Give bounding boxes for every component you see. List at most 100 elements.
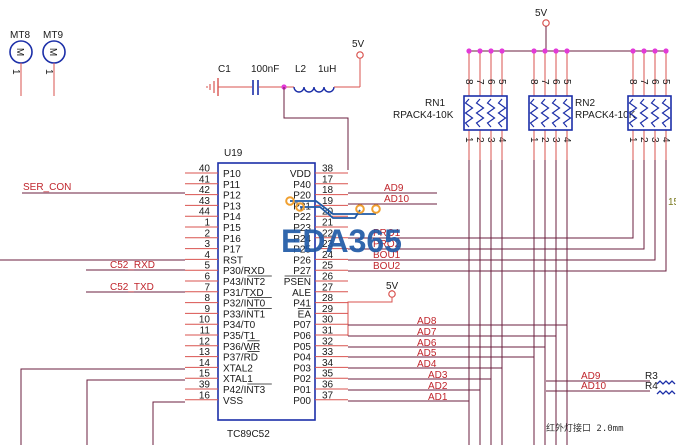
pin-number: 39 xyxy=(199,380,211,391)
pin-number: 26 xyxy=(322,272,334,283)
pin-number: 27 xyxy=(322,282,334,293)
pin-number: 29 xyxy=(322,304,334,315)
pin-name: VDD xyxy=(290,169,311,180)
pin-number: 15 xyxy=(199,369,211,380)
ea-wire xyxy=(347,290,393,336)
l2-ref: L2 xyxy=(295,64,307,75)
junction-dot xyxy=(553,48,559,54)
rpack-pin-num: 5 xyxy=(561,79,572,85)
right-nets: AD9 AD10 PRO1 PRO2 BOU1 BOU2 5V AD8 AD7 … xyxy=(347,160,667,445)
junction-dot xyxy=(488,48,494,54)
left-nets: SER_CON C52_RXD C52_TXD xyxy=(0,182,185,445)
resistor-icon xyxy=(529,98,539,128)
junction-dot xyxy=(630,48,636,54)
vss-wire xyxy=(152,401,185,445)
pin-name: P15 xyxy=(223,223,241,234)
pin-name: P30/RXD xyxy=(223,266,265,277)
via-icon xyxy=(285,196,295,206)
pin-number: 18 xyxy=(322,185,334,196)
pin-name: P01 xyxy=(293,385,311,396)
mount-glyph-icon: M xyxy=(14,48,25,56)
pin-name: P36/WR xyxy=(223,342,260,353)
ad7-label: AD7 xyxy=(417,327,437,338)
ad-bus-wire xyxy=(348,160,503,369)
pin-name: P05 xyxy=(293,342,311,353)
junction-dot xyxy=(641,48,647,54)
rpack-pin-num: 6 xyxy=(485,79,496,85)
pin-name: P03 xyxy=(293,363,311,374)
pin-name: P34/T0 xyxy=(223,320,256,331)
rpack-pin-num: 7 xyxy=(638,79,649,85)
power-port-icon xyxy=(542,19,550,27)
rn2-ref: RN2 xyxy=(575,98,595,109)
ad3-label: AD3 xyxy=(428,370,448,381)
resistor-icon xyxy=(475,98,485,128)
via-icon xyxy=(355,204,365,214)
pin-number: 22 xyxy=(322,228,334,239)
mount-hole-mt9: MT9 M 1 xyxy=(42,30,66,96)
mount-pin-num: 1 xyxy=(10,69,21,75)
junction-dot xyxy=(652,48,658,54)
rpack-3: 81726354 xyxy=(627,48,672,160)
pin-number: 4 xyxy=(204,250,210,261)
pro2-label: PRO2 xyxy=(373,239,401,250)
pin-name: P06 xyxy=(293,331,311,342)
capacitor-icon xyxy=(252,80,259,95)
resistor-icon xyxy=(661,98,671,128)
pin-name: P43/INT2 xyxy=(223,277,266,288)
ad4-label: AD4 xyxy=(417,359,437,370)
ad-bus-wire xyxy=(348,160,470,402)
junction-dot xyxy=(466,48,472,54)
junction-dot xyxy=(663,48,669,54)
pin-number: 44 xyxy=(199,207,211,218)
bou1-label: BOU1 xyxy=(373,250,401,261)
pin-number: 10 xyxy=(199,315,211,326)
pin-name: PSEN xyxy=(284,277,311,288)
pin-number: 8 xyxy=(204,293,210,304)
pin-name: P33/INT1 xyxy=(223,309,266,320)
pin-number: 32 xyxy=(322,336,334,347)
power-port-icon xyxy=(356,51,364,59)
rpack-pin-num: 8 xyxy=(463,79,474,85)
ad8-label: AD8 xyxy=(417,316,437,327)
rn1-value: RPACK4-10K xyxy=(393,110,454,121)
rn2-value: RPACK4-10K xyxy=(575,110,636,121)
power-port-icon xyxy=(388,290,396,298)
resistor-packs: 5V RN1 RPACK4-10K RN2 RPACK4-10K 8172635… xyxy=(393,8,672,160)
pin-name: XTAL1 xyxy=(223,374,253,385)
pcb-trace-overlay xyxy=(285,196,381,219)
resistor-icon xyxy=(464,98,474,128)
r4-ref: R4 xyxy=(645,381,658,392)
pin-number: 3 xyxy=(204,239,210,250)
pin-number: 28 xyxy=(322,293,334,304)
mount-pin-num: 1 xyxy=(43,69,54,75)
pin-number: 24 xyxy=(322,250,334,261)
junction-dot xyxy=(564,48,570,54)
rpack-pin-num: 8 xyxy=(627,79,638,85)
ir-note: 红外灯接口 2.0mm xyxy=(546,422,624,434)
pin-number: 38 xyxy=(322,164,334,175)
resistor-icon xyxy=(551,98,561,128)
pro1-label: PRO1 xyxy=(373,228,401,239)
xtal2-wire xyxy=(20,368,185,445)
pin-number: 25 xyxy=(322,261,334,272)
pin-number: 1 xyxy=(204,218,210,229)
pin-name: P02 xyxy=(293,374,311,385)
ground-icon xyxy=(206,78,219,96)
rpack-pin-num: 7 xyxy=(474,79,485,85)
ad1-label: AD1 xyxy=(428,392,448,403)
